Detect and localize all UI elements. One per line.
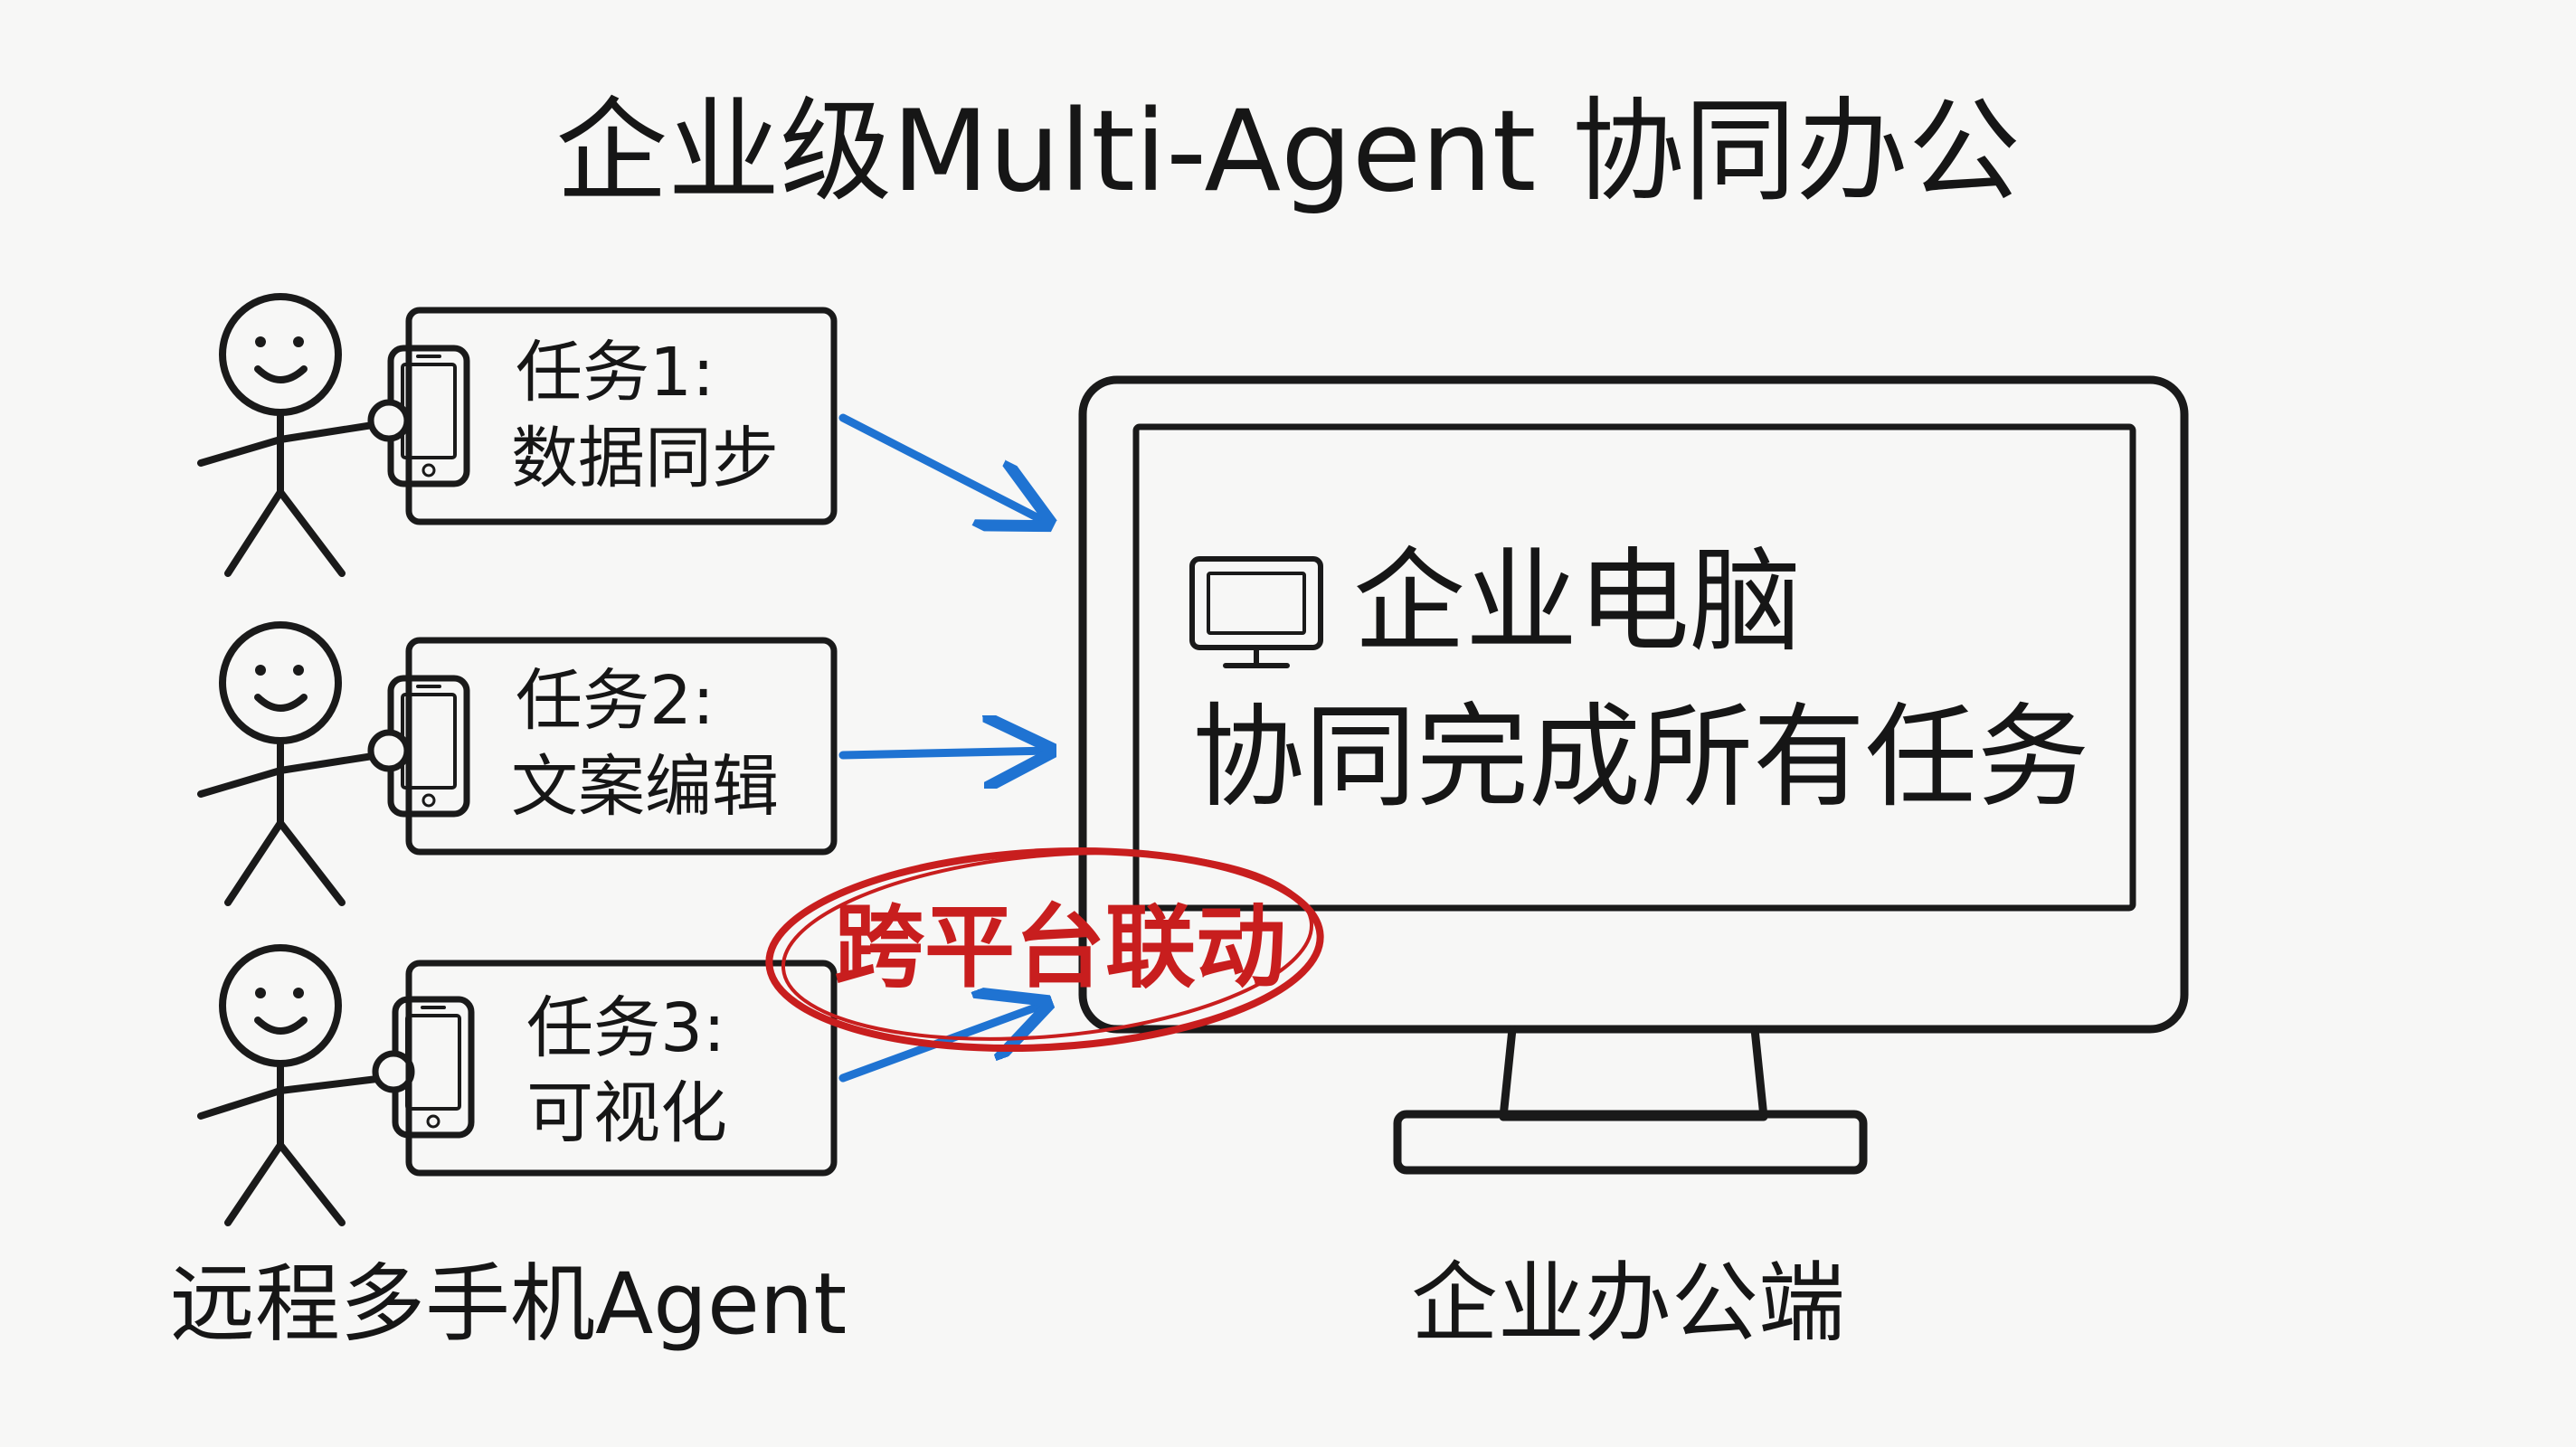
left-caption: 远程多手机Agent (170, 1255, 847, 1354)
arrow-icon (838, 413, 1047, 523)
stick-figure-icon (197, 621, 388, 906)
arrow-icon (838, 751, 1049, 755)
task-box-2 (405, 637, 838, 856)
monitor-line-1: 企业电脑 (1353, 537, 1802, 667)
task-2-name: 文案编辑 (511, 748, 779, 826)
cross-platform-highlight: 跨平台联动 (765, 846, 1324, 1053)
highlight-ellipse-stroke (781, 851, 1314, 1041)
task-box-3 (405, 960, 838, 1177)
arrows (838, 413, 1049, 1083)
highlight-ellipse (765, 846, 1324, 1053)
smartphone-icon (367, 345, 470, 487)
agent-1: 任务1: 数据同步 (197, 293, 838, 577)
task-2-title: 任务2: (516, 662, 715, 740)
monitor-line-2: 协同完成所有任务 (1192, 693, 2089, 823)
smartphone-icon (372, 996, 475, 1139)
diagram-title: 企业级Multi-Agent 协同办公 (555, 87, 2021, 217)
arrow-icon (838, 1004, 1046, 1083)
task-3-name: 可视化 (526, 1074, 727, 1152)
monitor-bezel (1078, 375, 2189, 1034)
right-caption: 企业办公端 (1411, 1253, 1845, 1354)
monitor-neck (1499, 1025, 1768, 1121)
agent-3: 任务3: 可视化 (197, 944, 838, 1226)
agent-2: 任务2: 文案编辑 (197, 621, 838, 906)
monitor-base (1393, 1110, 1868, 1175)
smartphone-icon (367, 675, 470, 818)
task-3-title: 任务3: (526, 989, 725, 1067)
highlight-label: 跨平台联动 (834, 894, 1286, 1000)
stick-figure-icon (197, 293, 388, 577)
task-box-1 (405, 307, 838, 525)
stick-figure-icon (197, 944, 388, 1226)
monitor-icon (1189, 556, 1323, 668)
monitor: 企业电脑 协同完成所有任务 (1078, 375, 2189, 1175)
task-1-title: 任务1: (516, 334, 715, 411)
monitor-screen (1132, 423, 2136, 912)
task-1-name: 数据同步 (511, 420, 779, 497)
